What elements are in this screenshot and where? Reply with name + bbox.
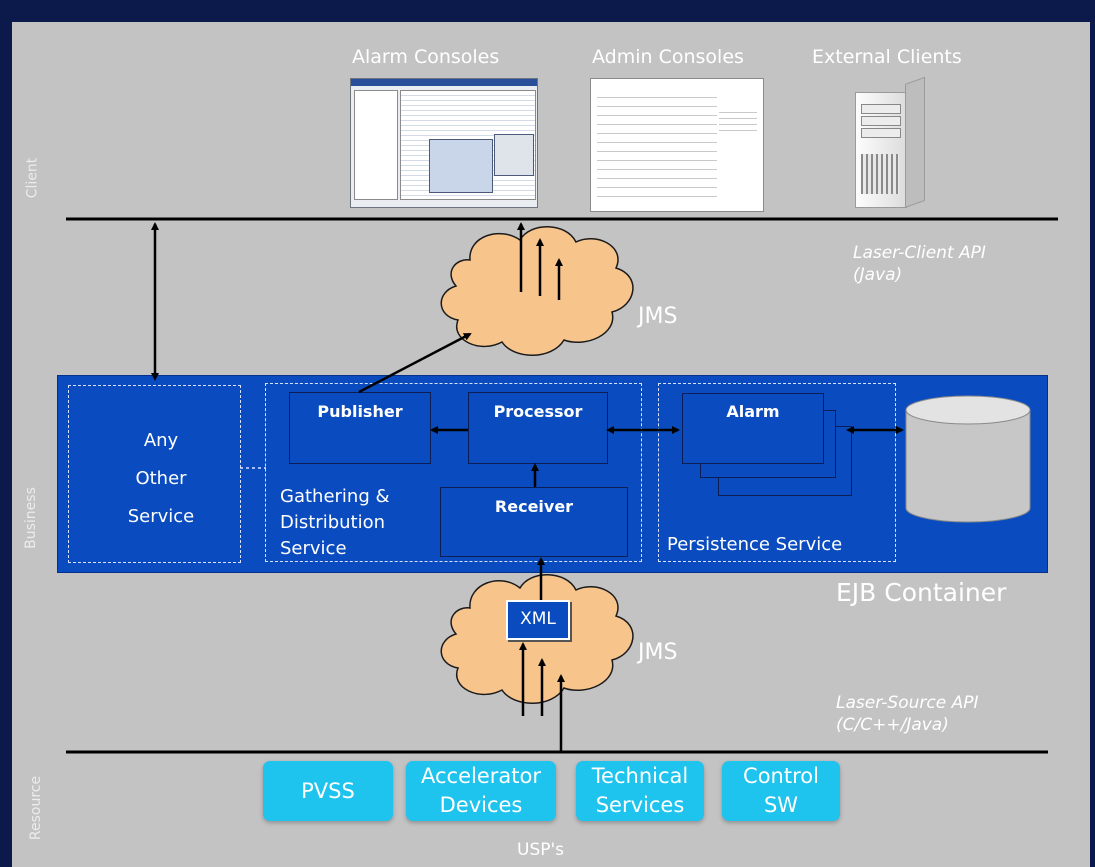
laser-source-api-label: Laser-Source API(C/C++/Java): [836, 693, 979, 735]
alarm-consoles-label: Alarm Consoles: [352, 46, 500, 68]
laser-client-api-label: Laser-Client API(Java): [853, 243, 986, 285]
database-icon: [905, 395, 1031, 523]
alarm-node: Alarm: [682, 393, 824, 464]
external-clients-label: External Clients: [812, 46, 962, 68]
jms-cloud-top: [440, 226, 634, 356]
publisher-node: Publisher: [289, 392, 431, 464]
admin-console-screenshot: [590, 78, 764, 212]
server-tower-icon: [855, 76, 925, 210]
usps-label: USP's: [517, 840, 565, 860]
alarm-console-screenshot: [350, 78, 538, 208]
jms-top-label: JMS: [638, 304, 678, 329]
persistence-service-label: Persistence Service: [667, 534, 843, 555]
resource-pvss: PVSS: [263, 761, 393, 821]
admin-consoles-label: Admin Consoles: [592, 46, 744, 68]
ejb-container-label: EJB Container: [836, 578, 1007, 607]
processor-node: Processor: [468, 392, 608, 464]
xml-message-label: XML: [506, 600, 570, 640]
persistence-service-box: [658, 383, 896, 562]
receiver-node: Receiver: [440, 487, 628, 557]
gathering-distribution-box: [265, 383, 642, 562]
jms-bottom-label: JMS: [638, 640, 678, 665]
other-service-box: [68, 385, 241, 563]
publisher-to-jms-arrow: [358, 332, 472, 394]
